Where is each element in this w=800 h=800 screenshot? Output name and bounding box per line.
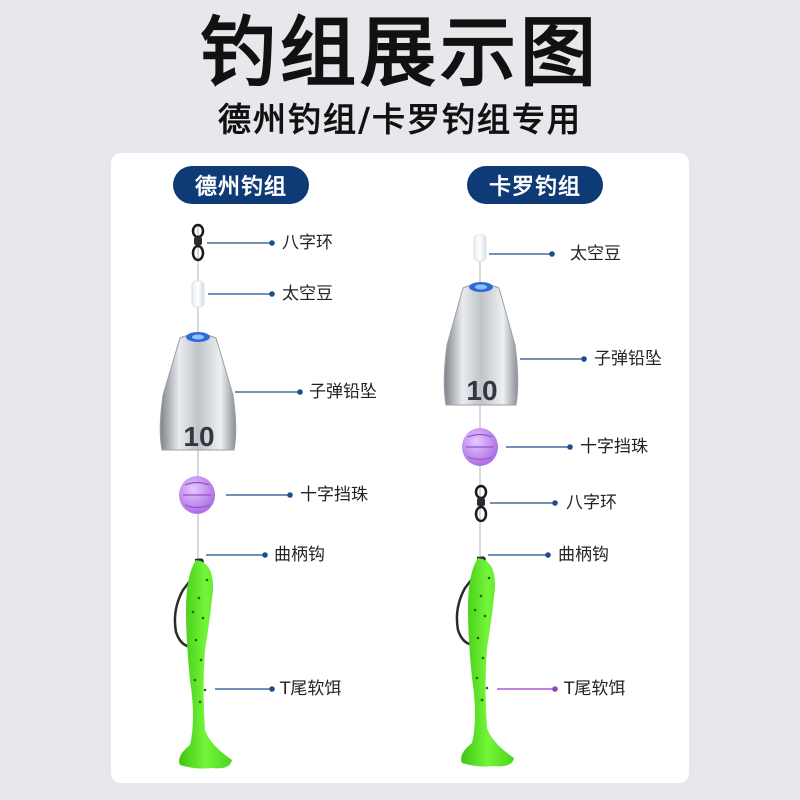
- rig-panel: [111, 153, 689, 783]
- cross-bead-icon: [179, 476, 215, 514]
- swivel-icon: [191, 223, 205, 262]
- cross-bead-icon: [462, 428, 498, 466]
- texas-space-bean-label: 太空豆: [282, 284, 333, 304]
- carolina-rig-heading: 卡罗钓组: [467, 166, 603, 204]
- texas-cross-bead-label: 十字挡珠: [300, 485, 368, 505]
- carolina-t-tail-bait-label: T尾软饵: [564, 679, 626, 699]
- carolina-swivel-label: 八字环: [566, 493, 617, 513]
- carolina-space-bean-label: 太空豆: [570, 244, 621, 264]
- offset-hook-icon: [173, 558, 204, 648]
- texas-bullet-weight-label: 子弹铅坠: [309, 382, 377, 402]
- carolina-bullet-weight-label: 子弹铅坠: [594, 349, 662, 369]
- bullet-weight-icon: [159, 332, 237, 451]
- t-tail-bait-icon: [461, 558, 514, 767]
- space-bean-icon: [473, 234, 487, 262]
- carolina-rig-illustration: 10: [443, 234, 587, 767]
- space-bean-icon: [191, 280, 205, 308]
- offset-hook-icon: [455, 556, 486, 646]
- page-title: 钓组展示图: [200, 8, 600, 97]
- weight-number: 10: [183, 421, 214, 452]
- page-subtitle: 德州钓组/卡罗钓组专用: [217, 100, 583, 139]
- swivel-icon: [474, 484, 488, 523]
- t-tail-bait-icon: [179, 560, 232, 769]
- texas-t-tail-bait-label: T尾软饵: [280, 679, 342, 699]
- weight-number: 10: [466, 375, 497, 406]
- texas-swivel-label: 八字环: [282, 233, 333, 253]
- texas-offset-hook-label: 曲柄钩: [274, 545, 325, 565]
- carolina-cross-bead-label: 十字挡珠: [580, 437, 648, 457]
- bullet-weight-icon: [443, 282, 519, 406]
- texas-rig-illustration: 10: [159, 223, 303, 769]
- texas-rig-heading: 德州钓组: [173, 166, 309, 204]
- carolina-offset-hook-label: 曲柄钩: [558, 545, 609, 565]
